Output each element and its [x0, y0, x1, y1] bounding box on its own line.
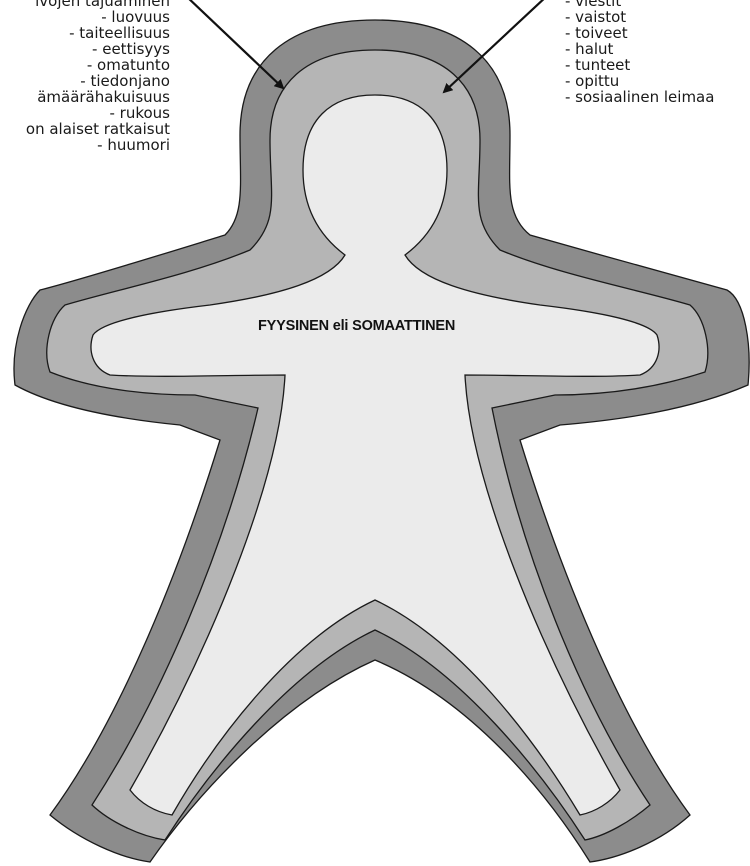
left-arrow [185, 0, 283, 88]
left-list-item: - rukous [26, 105, 170, 121]
left-list-item: ämäärähakuisuus [26, 89, 170, 105]
inner-body [91, 95, 659, 815]
right-list-item: - opittu [565, 73, 714, 89]
left-list-item: - omatunto [26, 57, 170, 73]
right-attribute-list: - viestit - vaistot - toiveet - halut - … [565, 0, 714, 105]
left-list-item: - tiedonjano [26, 73, 170, 89]
right-list-item: - vaistot [565, 9, 714, 25]
right-list-item: - sosiaalinen leimaa [565, 89, 714, 105]
left-attribute-list: ivojen tajuaminen - luovuus - taiteellis… [26, 0, 170, 153]
left-list-item: - luovuus [26, 9, 170, 25]
right-list-item: - tunteet [565, 57, 714, 73]
left-list-item: - huumori [26, 137, 170, 153]
left-list-item: on alaiset ratkaisut [26, 121, 170, 137]
left-list-item: - taiteellisuus [26, 25, 170, 41]
left-list-item: - eettisyys [26, 41, 170, 57]
right-list-item: - halut [565, 41, 714, 57]
body-center-label: FYYSINEN eli SOMAATTINEN [258, 318, 455, 334]
right-list-item: - toiveet [565, 25, 714, 41]
